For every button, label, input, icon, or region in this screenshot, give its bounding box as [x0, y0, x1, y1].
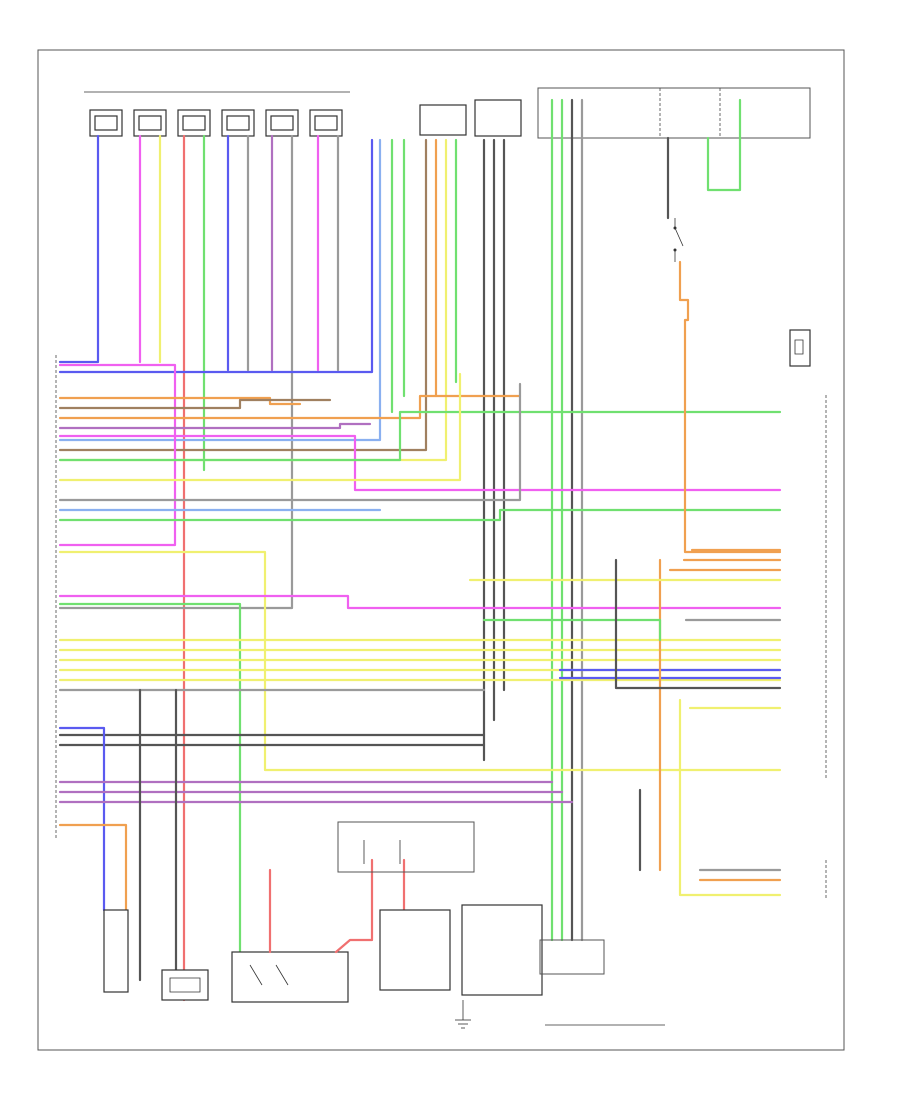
fuel-injector-6 [309, 109, 343, 137]
diagram-frame [37, 49, 845, 1051]
knock-sensor [379, 909, 451, 991]
cam-sensor [161, 969, 209, 1001]
main-relay [419, 104, 467, 136]
fuse-box [537, 87, 811, 139]
ect-sensor [474, 99, 522, 137]
crank-sensor [337, 821, 475, 873]
oxygen-sensor [461, 904, 543, 996]
throttle-sensor [103, 909, 129, 993]
ground-symbol [455, 1000, 471, 1029]
fuel-injector-2 [133, 109, 167, 137]
obd-connector [789, 329, 811, 367]
horizontal-wires [58, 363, 782, 982]
ignition-switch [673, 218, 684, 262]
fuel-injector-5 [265, 109, 299, 137]
neutral-switch [539, 939, 605, 975]
injector-wires [58, 134, 340, 1002]
fuel-injector-3 [177, 109, 211, 137]
wire-blue-inj1 [58, 134, 100, 364]
fuel-injector-group [84, 91, 350, 137]
map-sensor [231, 951, 349, 1003]
wire-gray-inj5b [58, 134, 294, 610]
evap-valve [268, 858, 406, 954]
right-side-wires [468, 260, 782, 897]
fuel-injector-4 [221, 109, 255, 137]
fuel-injector-1 [89, 109, 123, 137]
